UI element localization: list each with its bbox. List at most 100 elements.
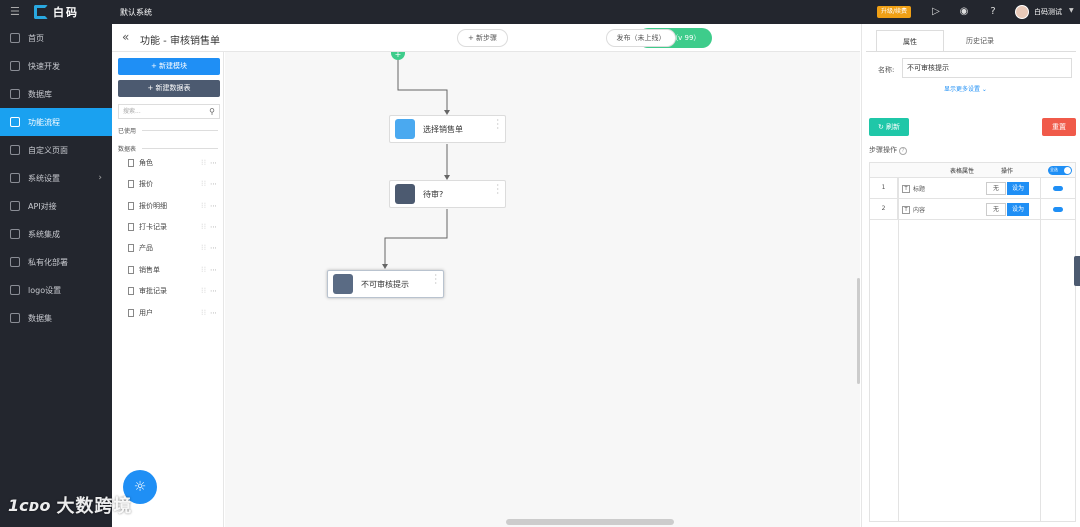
brand-name: 白码	[53, 6, 79, 19]
new-step-button[interactable]: + 新步骤	[457, 29, 508, 47]
more-actions-icon[interactable]: ⫶⫶ ⋯	[201, 243, 218, 252]
text-field-icon: T	[902, 205, 910, 214]
start-node-add-button[interactable]: +	[391, 51, 405, 60]
option-none-button[interactable]: 无	[986, 203, 1006, 216]
row-toggle[interactable]	[1053, 207, 1063, 212]
user-name[interactable]: 白码测试	[1034, 8, 1062, 16]
nav-item-integration[interactable]: 系统集成	[0, 220, 112, 248]
name-field[interactable]: 不可审核提示	[902, 58, 1072, 78]
nav-item-home[interactable]: 首页	[0, 24, 112, 52]
more-actions-icon[interactable]: ⫶⫶ ⋯	[201, 265, 218, 274]
new-module-button[interactable]: + 新建模块	[118, 58, 220, 75]
list-item[interactable]: 打卡记录⫶⫶ ⋯	[128, 220, 220, 234]
nav-item-quick-dev[interactable]: 快速开发	[0, 52, 112, 80]
refresh-button[interactable]: ↻ 刷新	[869, 118, 909, 136]
nav-label: 自定义页面	[28, 145, 68, 155]
node-menu-icon[interactable]: ···	[434, 271, 437, 288]
nav-item-logo-settings[interactable]: logo设置	[0, 276, 112, 304]
table-name: 报价明细	[139, 202, 167, 210]
node-menu-icon[interactable]: ···	[496, 181, 499, 198]
new-table-button[interactable]: + 新建数据表	[118, 80, 220, 97]
properties-panel: 属性 历史记录 名称: 不可审核提示 显示更多设置 ⌄ ↻ 刷新 重置 步骤操作…	[861, 24, 1080, 527]
reset-button[interactable]: 重置	[1042, 118, 1076, 136]
tables-section-label: 数据表	[118, 146, 137, 153]
select-all-toggle[interactable]: 全选	[1048, 166, 1072, 175]
api-icon	[10, 201, 20, 211]
user-caret-icon[interactable]: ▼	[1069, 7, 1074, 14]
table-name: 角色	[139, 159, 153, 167]
avatar[interactable]	[1015, 5, 1029, 19]
nav-item-database[interactable]: 数据库	[0, 80, 112, 108]
nav-item-api[interactable]: API对接	[0, 192, 112, 220]
list-item[interactable]: 用户⫶⫶ ⋯	[128, 306, 220, 320]
table-file-icon	[128, 223, 134, 231]
table-file-icon	[128, 309, 134, 317]
home-icon	[10, 33, 20, 43]
option-set-button[interactable]: 设为	[1007, 203, 1029, 216]
more-actions-icon[interactable]: ⫶⫶ ⋯	[201, 286, 218, 295]
flow-node-condition[interactable]: 待审? ···	[389, 180, 506, 208]
tab-history[interactable]: 历史记录	[966, 37, 994, 45]
nav-item-private-deploy[interactable]: 私有化部署	[0, 248, 112, 276]
flow-node-notice[interactable]: 不可审核提示 ···	[327, 270, 444, 298]
flow-node-select[interactable]: 选择销售单 ···	[389, 115, 506, 143]
logo-mark-icon	[34, 5, 48, 19]
table-file-icon	[128, 266, 134, 274]
play-circle-icon[interactable]: ▷	[932, 6, 940, 17]
list-item[interactable]: 报价⫶⫶ ⋯	[128, 177, 220, 191]
help-icon[interactable]: ?	[899, 147, 907, 155]
more-actions-icon[interactable]: ⫶⫶ ⋯	[201, 201, 218, 210]
more-actions-icon[interactable]: ⫶⫶ ⋯	[201, 308, 218, 317]
steps-label-text: 步骤操作	[869, 146, 897, 154]
row-field-name: 标题	[913, 186, 926, 193]
nav-label: 功能流程	[28, 117, 60, 127]
table-file-icon	[128, 159, 134, 167]
menu-icon[interactable]: ☰	[10, 5, 20, 18]
more-actions-icon[interactable]: ⫶⫶ ⋯	[201, 158, 218, 167]
column-header-action: 操作	[1001, 168, 1014, 175]
option-none-button[interactable]: 无	[986, 182, 1006, 195]
canvas-vertical-scrollbar[interactable]	[857, 278, 860, 384]
flow-canvas[interactable]: + 选择销售单 ··· 待审? ··· 不可审核提示 ···	[225, 51, 860, 527]
search-placeholder: 搜索...	[123, 108, 141, 115]
nav-item-flow[interactable]: 功能流程	[0, 108, 112, 136]
list-item[interactable]: 产品 ⫶⫶ ⋯	[128, 241, 220, 255]
system-name[interactable]: 默认系统	[120, 8, 152, 17]
column-divider	[898, 178, 899, 521]
side-panel-handle[interactable]	[1074, 256, 1080, 286]
nav-item-settings[interactable]: 系统设置›	[0, 164, 112, 192]
publish-button[interactable]: 发布（未上线）	[606, 29, 676, 47]
help-bulb-button[interactable]: ☼	[123, 470, 157, 504]
chevron-right-icon: ›	[98, 173, 102, 183]
text-field-icon: T	[902, 184, 910, 193]
row-toggle[interactable]	[1053, 186, 1063, 191]
upgrade-button[interactable]: 升级/续费	[877, 6, 912, 18]
search-icon[interactable]: ⚲	[209, 107, 215, 116]
tab-properties[interactable]: 属性	[876, 30, 944, 52]
question-icon[interactable]: ?	[990, 6, 996, 17]
more-actions-icon[interactable]: ⫶⫶ ⋯	[201, 222, 218, 231]
nav-item-custom-page[interactable]: 自定义页面	[0, 136, 112, 164]
canvas-horizontal-scrollbar[interactable]	[506, 519, 674, 525]
show-more-settings-link[interactable]: 显示更多设置 ⌄	[944, 86, 987, 93]
more-actions-icon[interactable]: ⫶⫶ ⋯	[201, 179, 218, 188]
condition-icon	[395, 184, 415, 204]
back-icon[interactable]: «	[122, 30, 130, 44]
nav-item-dataset[interactable]: 数据集	[0, 304, 112, 332]
node-menu-icon[interactable]: ···	[496, 116, 499, 133]
table-name: 产品	[139, 244, 153, 252]
option-set-button[interactable]: 设为	[1007, 182, 1029, 195]
list-item[interactable]: 审批记录⫶⫶ ⋯	[128, 284, 220, 298]
page-icon	[10, 145, 20, 155]
flow-connectors	[382, 60, 450, 269]
search-input[interactable]: 搜索... ⚲	[118, 104, 220, 119]
watermark-text: 大数跨境	[56, 496, 133, 517]
robot-icon[interactable]: ◉	[959, 6, 969, 17]
list-item[interactable]: 报价明细 ⫶⫶ ⋯	[128, 199, 220, 213]
notice-icon	[333, 274, 353, 294]
list-item[interactable]: 角色 ⫶⫶ ⋯	[128, 156, 220, 170]
nav-label: 私有化部署	[28, 257, 68, 267]
list-item[interactable]: 销售单⫶⫶ ⋯	[128, 263, 220, 277]
brand-logo[interactable]: 白码	[34, 4, 79, 20]
node-label: 不可审核提示	[361, 279, 409, 289]
